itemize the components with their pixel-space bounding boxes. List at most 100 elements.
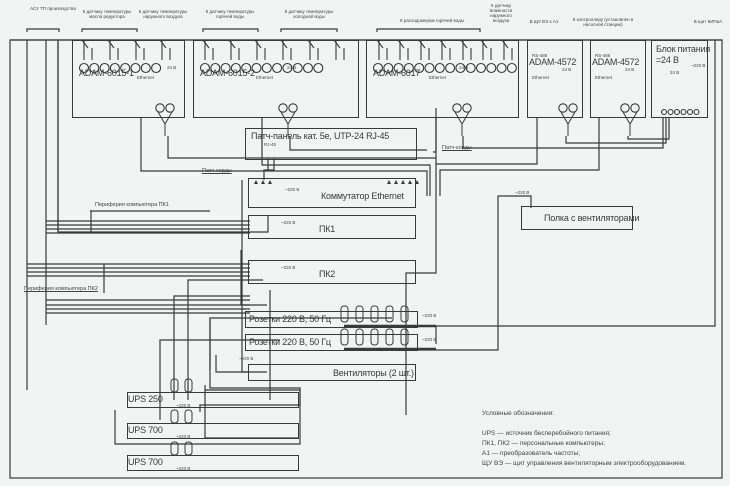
legend-item: ПК1, ПК2 — персональные компьютеры;: [482, 440, 605, 447]
psu-title: Блок питания: [656, 44, 710, 54]
plug-icon: [370, 328, 379, 346]
input-terminal: [199, 62, 211, 74]
psu-terminal: [693, 108, 700, 116]
rs485-label: RS-485: [532, 53, 548, 58]
input-terminal: [140, 62, 151, 74]
switch-name: Коммутатор Ethernet: [321, 191, 404, 201]
input-terminal: [313, 62, 324, 74]
plug-icon: [370, 305, 379, 323]
ethernet-switch: Коммутатор Ethernet ~220 В: [248, 178, 416, 208]
psu-terminal: [686, 108, 694, 116]
fans: Вентиляторы (2 шт.): [248, 364, 416, 381]
legend-item: ЩУ ВЭ — щит управления вентиляторным эле…: [482, 460, 687, 467]
power-label: 24 В: [287, 65, 297, 70]
power-terminal: [630, 103, 640, 113]
input-terminal: [414, 62, 425, 74]
input-terminal: [272, 62, 283, 74]
module-name: ADAM-6017: [373, 68, 421, 78]
sensor-connector: [107, 39, 115, 49]
rj45-port-icon: [268, 180, 272, 184]
ups-name: UPS 700: [128, 425, 163, 435]
power-terminal: [462, 103, 472, 113]
input-terminal: [210, 62, 221, 74]
input-terminal: [424, 62, 435, 74]
input-terminal: [372, 62, 384, 74]
input-terminal: [434, 62, 445, 74]
legend-title: Условные обозначения:: [482, 410, 555, 417]
ups-power-label: ~220 В: [176, 466, 191, 471]
ethernet-port-label: Ethernet: [429, 75, 447, 80]
ethernet-port-label: Ethernet: [532, 75, 550, 80]
module-name: ADAM-4572: [529, 57, 577, 67]
psu-terminal: [667, 108, 674, 116]
adam-4572-module-1: RS-485 ADAM-4572 Ethernet 24 В: [527, 40, 583, 118]
ups-700-1: UPS 700 ~220 В: [127, 423, 299, 439]
plug-icon: [340, 305, 349, 323]
humidity-label: К датчику влажности наружного воздуха: [489, 3, 513, 23]
rj45-label: RJ-45: [264, 142, 277, 147]
asu-tp-label: АСУ ТП производства: [30, 6, 76, 11]
ups-plug-icon: [184, 409, 193, 424]
patch-panel-name: Патч-панель кат. 5е, UTP-24 RJ-45: [251, 131, 390, 141]
ups-name: UPS 700: [128, 457, 163, 467]
plug-icon: [355, 305, 364, 323]
legend: Условные обозначения: UPS — источник бес…: [482, 409, 686, 469]
sensor-radiator-label: К датчику температуры масла редуктора: [82, 9, 132, 19]
input-terminal: [251, 62, 262, 74]
plug-icon: [400, 305, 409, 323]
rs485-label: RS-485: [595, 53, 611, 58]
sockets-2-power-label: ~220 В: [422, 337, 437, 342]
plug-icon: [400, 328, 409, 346]
input-terminal: [403, 62, 414, 74]
sensor-connector: [480, 39, 488, 49]
pc2-power-label: ~220 В: [281, 265, 296, 270]
pc1-name: ПК1: [319, 224, 336, 234]
psu-terminal: [673, 108, 681, 116]
plug-icon: [385, 305, 394, 323]
legend-item: UPS — источник бесперебойного питания;: [482, 430, 611, 437]
ups-power-label: ~220 В: [176, 403, 191, 408]
pc1: ПК1 ~220 В: [248, 215, 416, 239]
sensor-connector: [228, 39, 236, 49]
rj45-port-icon: [415, 180, 419, 184]
pc2-peripherals-label: Периферия компьютера ПК2: [24, 286, 98, 292]
adam-6017-module: ADAM-6017 Ethernet 24 В: [366, 40, 519, 118]
input-terminal: [496, 62, 507, 74]
sensor-connector: [159, 39, 167, 49]
sensor-connector: [439, 39, 447, 49]
psu-in-label: ~220 В: [691, 63, 706, 68]
input-terminal: [241, 62, 252, 74]
legend-item: А1 — преобразователь частоты;: [482, 450, 581, 457]
ups-700-2: UPS 700 ~220 В: [127, 455, 299, 471]
adam-4572-module-2: RS-485 ADAM-4572 Ethernet 24 В: [590, 40, 646, 118]
sockets-2: Розетки 220 В, 50 Гц: [245, 334, 418, 351]
input-terminal: [120, 62, 131, 74]
ethernet-port-label: Ethernet: [256, 75, 274, 80]
psu-voltage: =24 В: [656, 55, 679, 65]
rj45-port-icon: [394, 180, 398, 184]
power-terminal: [278, 103, 288, 113]
power-fork: [560, 111, 576, 136]
sockets-1: Розетки 220 В, 50 Гц: [245, 311, 418, 328]
input-terminal: [445, 62, 456, 74]
sensor-connector: [254, 39, 262, 49]
ups-plug-icon: [170, 409, 179, 424]
power-label: 24 В: [562, 67, 572, 72]
sensor-hot-water-label: К датчику температуры горячей воды: [205, 9, 255, 19]
power-terminal: [620, 103, 630, 113]
fans-power-label: ~220 В: [239, 356, 254, 361]
fan-shelf: Полка с вентиляторами: [521, 206, 639, 230]
ethernet-port-label: Ethernet: [137, 75, 155, 80]
fan-shelf-power-label: ~220 В: [515, 190, 530, 195]
input-terminal: [282, 62, 293, 74]
module-name: ADAM-6015-1: [79, 68, 134, 78]
patch-panel: Патч-панель кат. 5е, UTP-24 RJ-45 RJ-45: [245, 128, 417, 160]
input-terminal: [465, 62, 476, 74]
input-terminal: [230, 62, 241, 74]
power-fork: [454, 111, 470, 136]
power-label: 24 В: [459, 65, 469, 70]
module-name: ADAM-6015-2: [200, 68, 255, 78]
pc2-name: ПК2: [319, 269, 336, 279]
input-terminal: [261, 62, 272, 74]
psu-out-label: 24 В: [670, 70, 680, 75]
